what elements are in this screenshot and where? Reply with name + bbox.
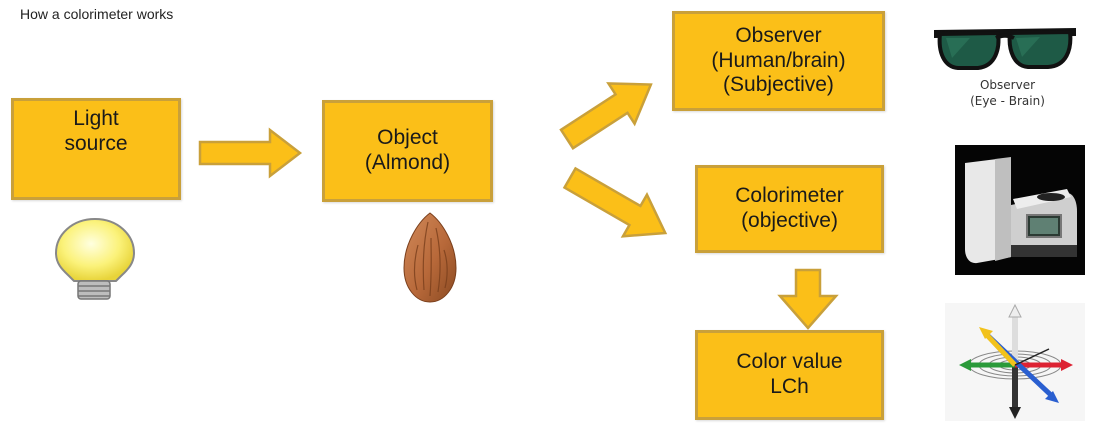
observer-line1: Observer — [735, 23, 822, 47]
observer-image-label-line2: (Eye - Brain) — [970, 93, 1045, 108]
light-source-line1: Light — [73, 107, 119, 130]
observer-line3: (Subjective) — [723, 73, 834, 97]
color-value-box: Color value LCh — [695, 330, 884, 420]
object-line1: Object — [377, 126, 438, 150]
arrow-colorimeter-to-value — [777, 268, 839, 330]
light-source-line2: source — [64, 131, 128, 155]
color-value-line1: Color value — [736, 350, 843, 374]
observer-box: Observer (Human/brain) (Subjective) — [672, 11, 885, 111]
observer-image-label-line1: Observer — [979, 78, 1036, 92]
colorimeter-box: Colorimeter (objective) — [695, 165, 884, 253]
color-value-line2: LCh — [770, 375, 809, 398]
colorimeter-line2: (objective) — [741, 209, 838, 232]
colorimeter-device-icon — [955, 145, 1085, 275]
observer-image-label: Observer (Eye - Brain) — [945, 78, 1070, 109]
almond-icon — [403, 212, 457, 303]
colorimeter-line1: Colorimeter — [735, 184, 844, 208]
observer-line2: (Human/brain) — [711, 48, 846, 72]
object-box: Object (Almond) — [322, 100, 493, 202]
light-source-box: Light source — [11, 98, 181, 200]
diagram-caption: How a colorimeter works — [20, 6, 174, 22]
sunglasses-icon — [934, 28, 1076, 70]
light-bulb-icon — [54, 217, 136, 300]
object-line2: (Almond) — [364, 151, 451, 174]
lch-color-space-icon — [945, 303, 1085, 421]
arrow-light-to-object — [198, 127, 303, 179]
arrow-object-to-colorimeter — [562, 166, 668, 238]
arrow-object-to-observer — [559, 82, 653, 150]
